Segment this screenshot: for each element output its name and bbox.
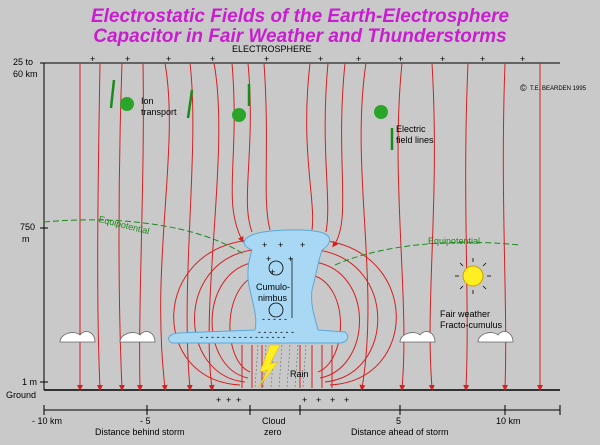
svg-text:+: + [288,254,293,264]
svg-text:+: + [236,395,241,405]
charge-center-negative [268,302,284,318]
axis-behind-label: Distance behind storm [95,427,185,437]
svg-text:- - - - -: - - - - - [262,314,287,324]
axis-cloud-zero: zero [264,427,282,437]
charge-center-positive [268,260,284,276]
svg-text:+: + [216,395,221,405]
axis-ticks [40,62,561,415]
ion-particles [120,97,388,122]
copyright-label: T.E. BEARDEN 1995 [530,86,587,92]
axis-tick-minus10: - 10 km [32,416,63,426]
svg-text:+: + [210,54,215,64]
ion-arrows [109,79,394,150]
axis-tick-minus5: - 5 [140,416,151,426]
altitude-top-label: 25 to [13,57,34,67]
equipotential-curve [43,219,521,266]
svg-text:+: + [398,54,403,64]
svg-text:+: + [125,54,130,64]
field-lines-label-1: Electric [396,124,426,134]
svg-text:+: + [480,54,485,64]
altitude-low-label: 1 m [22,377,38,387]
fair-weather-label-1: Fair weather [440,309,491,319]
cumulonimbus-label-2: nimbus [258,293,288,303]
fracto-cumulus-clouds [59,331,514,343]
svg-text:+: + [266,254,271,264]
svg-text:+: + [166,54,171,64]
cumulonimbus-cloud [168,229,349,344]
svg-text:- - - - - - - - - - - - - - -: - - - - - - - - - - - - - - - - [200,332,285,342]
electrosphere-charges: + + + + + + + + + + + [90,54,525,64]
electrosphere-label: ELECTROSPHERE [232,44,312,54]
ion-transport-label-2: transport [141,107,177,117]
axis-ahead-label: Distance ahead of storm [351,427,449,437]
svg-text:+: + [302,395,307,405]
svg-text:+: + [262,240,267,250]
title-line-1: Electrostatic Fields of the Earth-Electr… [90,6,510,27]
altitude-mid-label: 750 [20,222,36,232]
svg-text:- - - - - - -: - - - - - - - [258,327,294,337]
svg-text:+: + [520,54,525,64]
svg-text:+: + [316,395,321,405]
cumulonimbus-label-1: Cumulo- [256,282,291,292]
axis-tick-5: 5 [396,416,402,426]
equipotential-label-right: Equipotential [428,236,481,246]
svg-text:+: + [440,54,445,64]
svg-text:+: + [344,395,349,405]
svg-text:+: + [356,54,361,64]
title-line-2: Capacitor in Fair Weather and Thundersto… [93,26,507,47]
cloud-charges: + + + + + + - - - - - - - - - - - - - - - - -… [200,240,305,342]
ion-transport-label-1: Ion [141,96,154,106]
svg-text:+: + [330,395,335,405]
svg-text:+: + [90,54,95,64]
svg-text:+: + [264,54,269,64]
svg-text:+: + [270,267,275,277]
svg-text:+: + [300,240,305,250]
field-lines-label-2: field lines [396,135,434,145]
svg-text:+: + [318,54,323,64]
electric-field-lines [77,62,543,391]
ground-charges: + + + + + + + [216,395,349,405]
axis-tick-10: 10 km [496,416,521,426]
svg-text:+: + [226,395,231,405]
rain-label: Rain [290,369,309,379]
altitude-top-unit: 60 km [13,69,38,79]
ground-label: Ground [6,390,37,400]
axis-tick-cloud: Cloud [262,416,286,426]
altitude-mid-unit: m [22,234,30,244]
lightning-bolt [257,344,281,389]
fair-weather-label-2: Fracto-cumulus [440,320,503,330]
copyright-symbol: © [520,83,527,93]
svg-text:+: + [278,240,283,250]
sun-icon [455,258,491,294]
